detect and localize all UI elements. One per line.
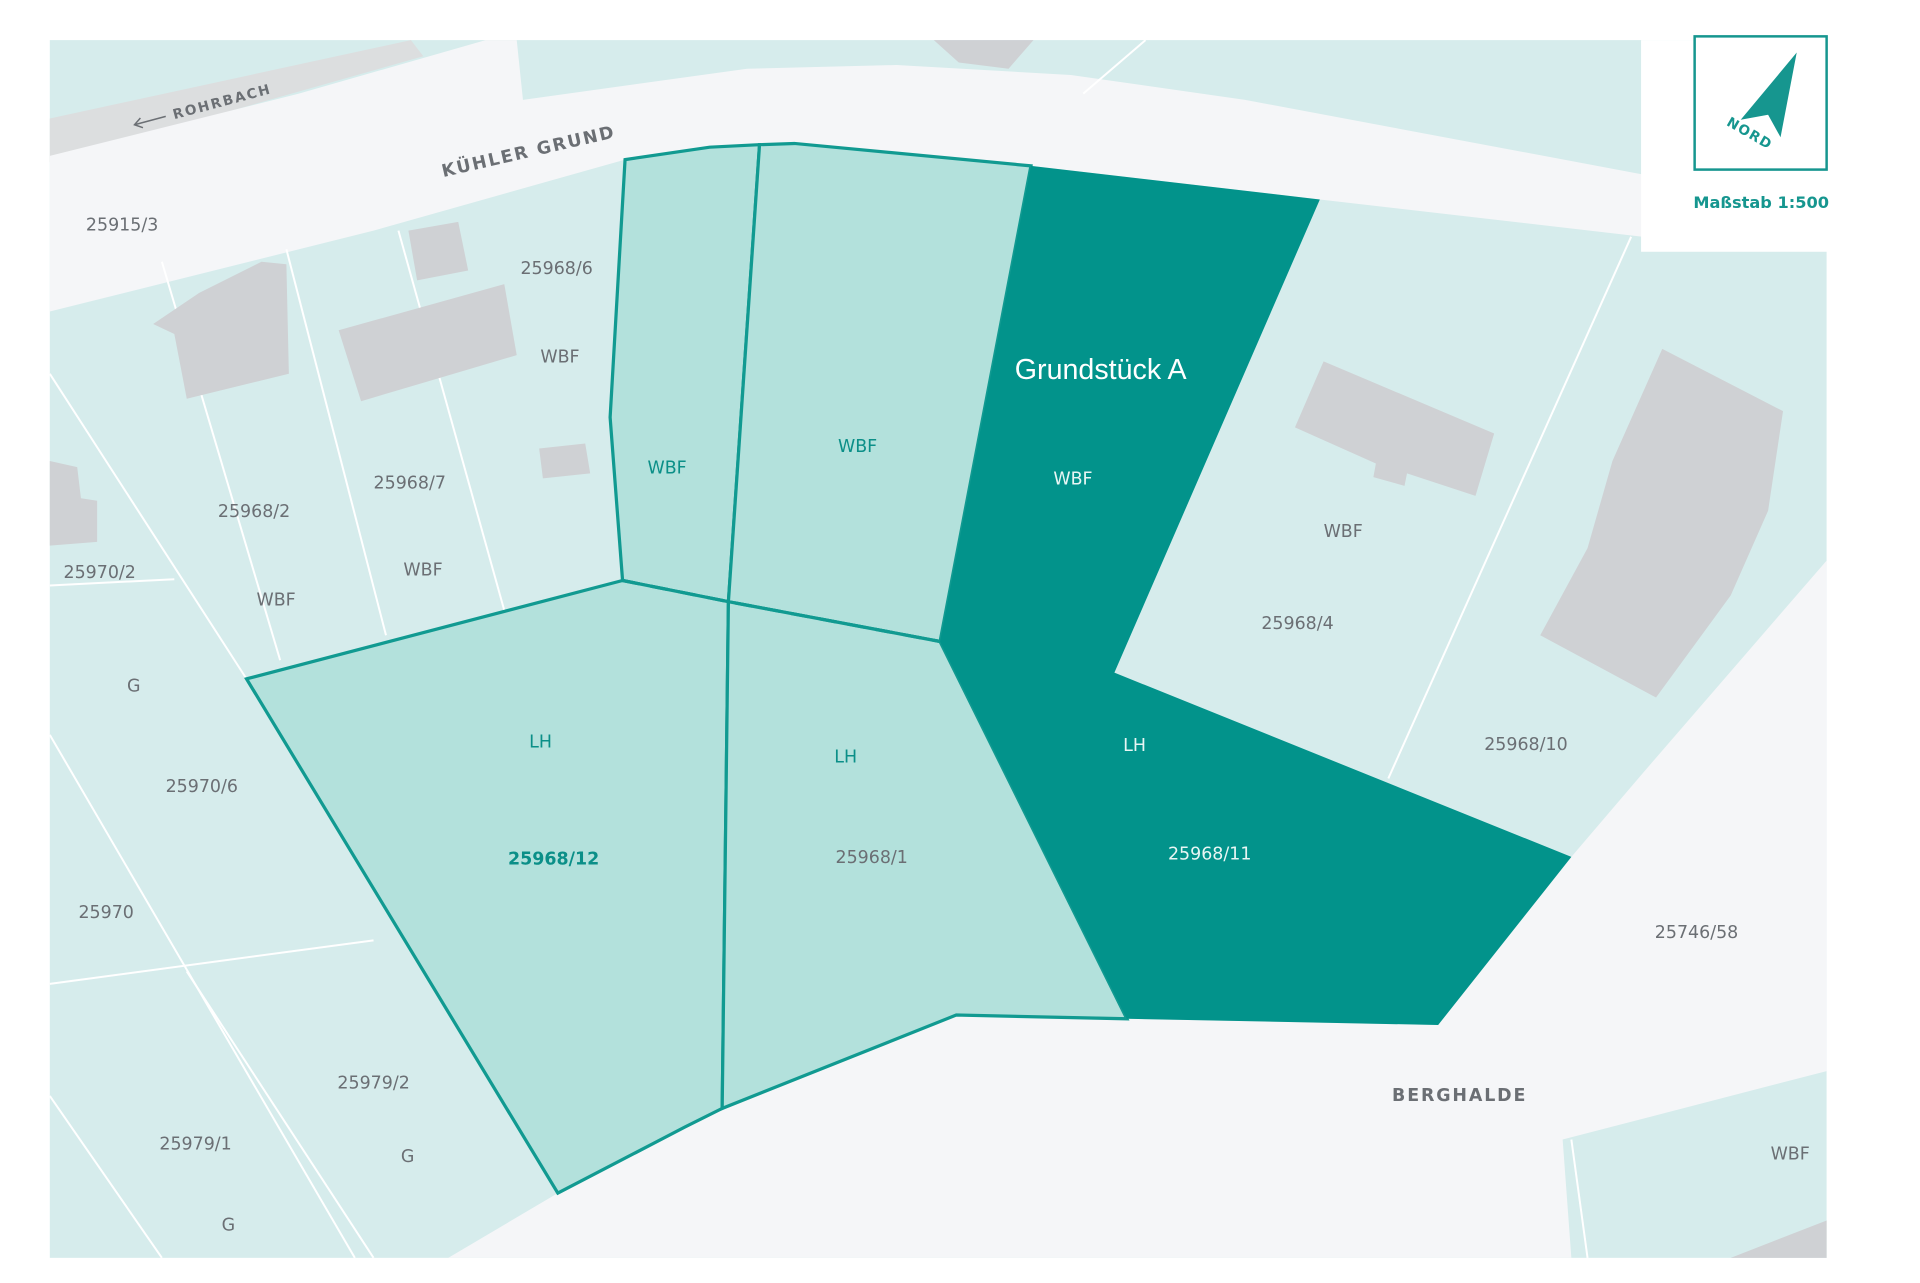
parcel-label: 25979/1	[159, 1135, 231, 1155]
road-berghalde	[448, 560, 1827, 1258]
parcel-use-label: G	[127, 676, 141, 696]
road-kuehler-grund	[49, 40, 1644, 312]
parcel-use-label: LH	[1123, 736, 1146, 756]
parcel-label: 25968/10	[1484, 735, 1567, 755]
parcel-use-label: G	[401, 1147, 415, 1167]
dashed-boundary	[622, 578, 941, 644]
grundstueck-a-title: Grundstück A	[1015, 354, 1188, 386]
parcel-label: 25968/2	[218, 502, 290, 522]
parcel-use-label: WBF	[1053, 470, 1092, 490]
parcel-use-label: WBF	[256, 590, 295, 610]
parcel-use-label: LH	[529, 732, 552, 752]
parcel-use-label: WBF	[1771, 1144, 1810, 1164]
parcel-use-label: WBF	[838, 437, 877, 457]
buildings	[49, 221, 1827, 1258]
parcel-use-label: WBF	[647, 458, 686, 478]
parcel-label: 25970/2	[64, 563, 136, 583]
parcel-label: 25968/1	[835, 848, 907, 868]
parcel-label: 25915/3	[86, 216, 158, 236]
parcel-use-label: WBF	[540, 348, 579, 368]
parcel-use-label: WBF	[1324, 522, 1363, 542]
parcel-use-label: WBF	[403, 561, 442, 581]
parcel-label: 25970/6	[166, 777, 238, 797]
rohrbach-road	[49, 40, 424, 163]
parcel-label: 25968/6	[520, 259, 592, 279]
parcel-label: 25979/2	[337, 1074, 409, 1094]
north-arrow: NORD	[1693, 35, 1828, 171]
grundstueck-a-parcel[interactable]	[940, 165, 1572, 1026]
scale-label: Maßstab 1:500	[1693, 193, 1829, 212]
parcel-label: 25968/12	[508, 849, 599, 869]
parcel-label: 25968/11	[1168, 844, 1251, 864]
parcel-label: 25968/4	[1261, 614, 1333, 634]
parcel-label: 25746/58	[1655, 923, 1738, 943]
building	[933, 40, 1034, 69]
north-arrow-icon	[1740, 52, 1797, 138]
parcel-label: 25970	[78, 903, 133, 923]
street-label-berghalde: BERGHALDE	[1392, 1086, 1527, 1106]
parcel-label: 25968/7	[374, 473, 446, 493]
parcel-use-label: LH	[834, 747, 857, 767]
parcel-use-label: G	[222, 1215, 236, 1235]
